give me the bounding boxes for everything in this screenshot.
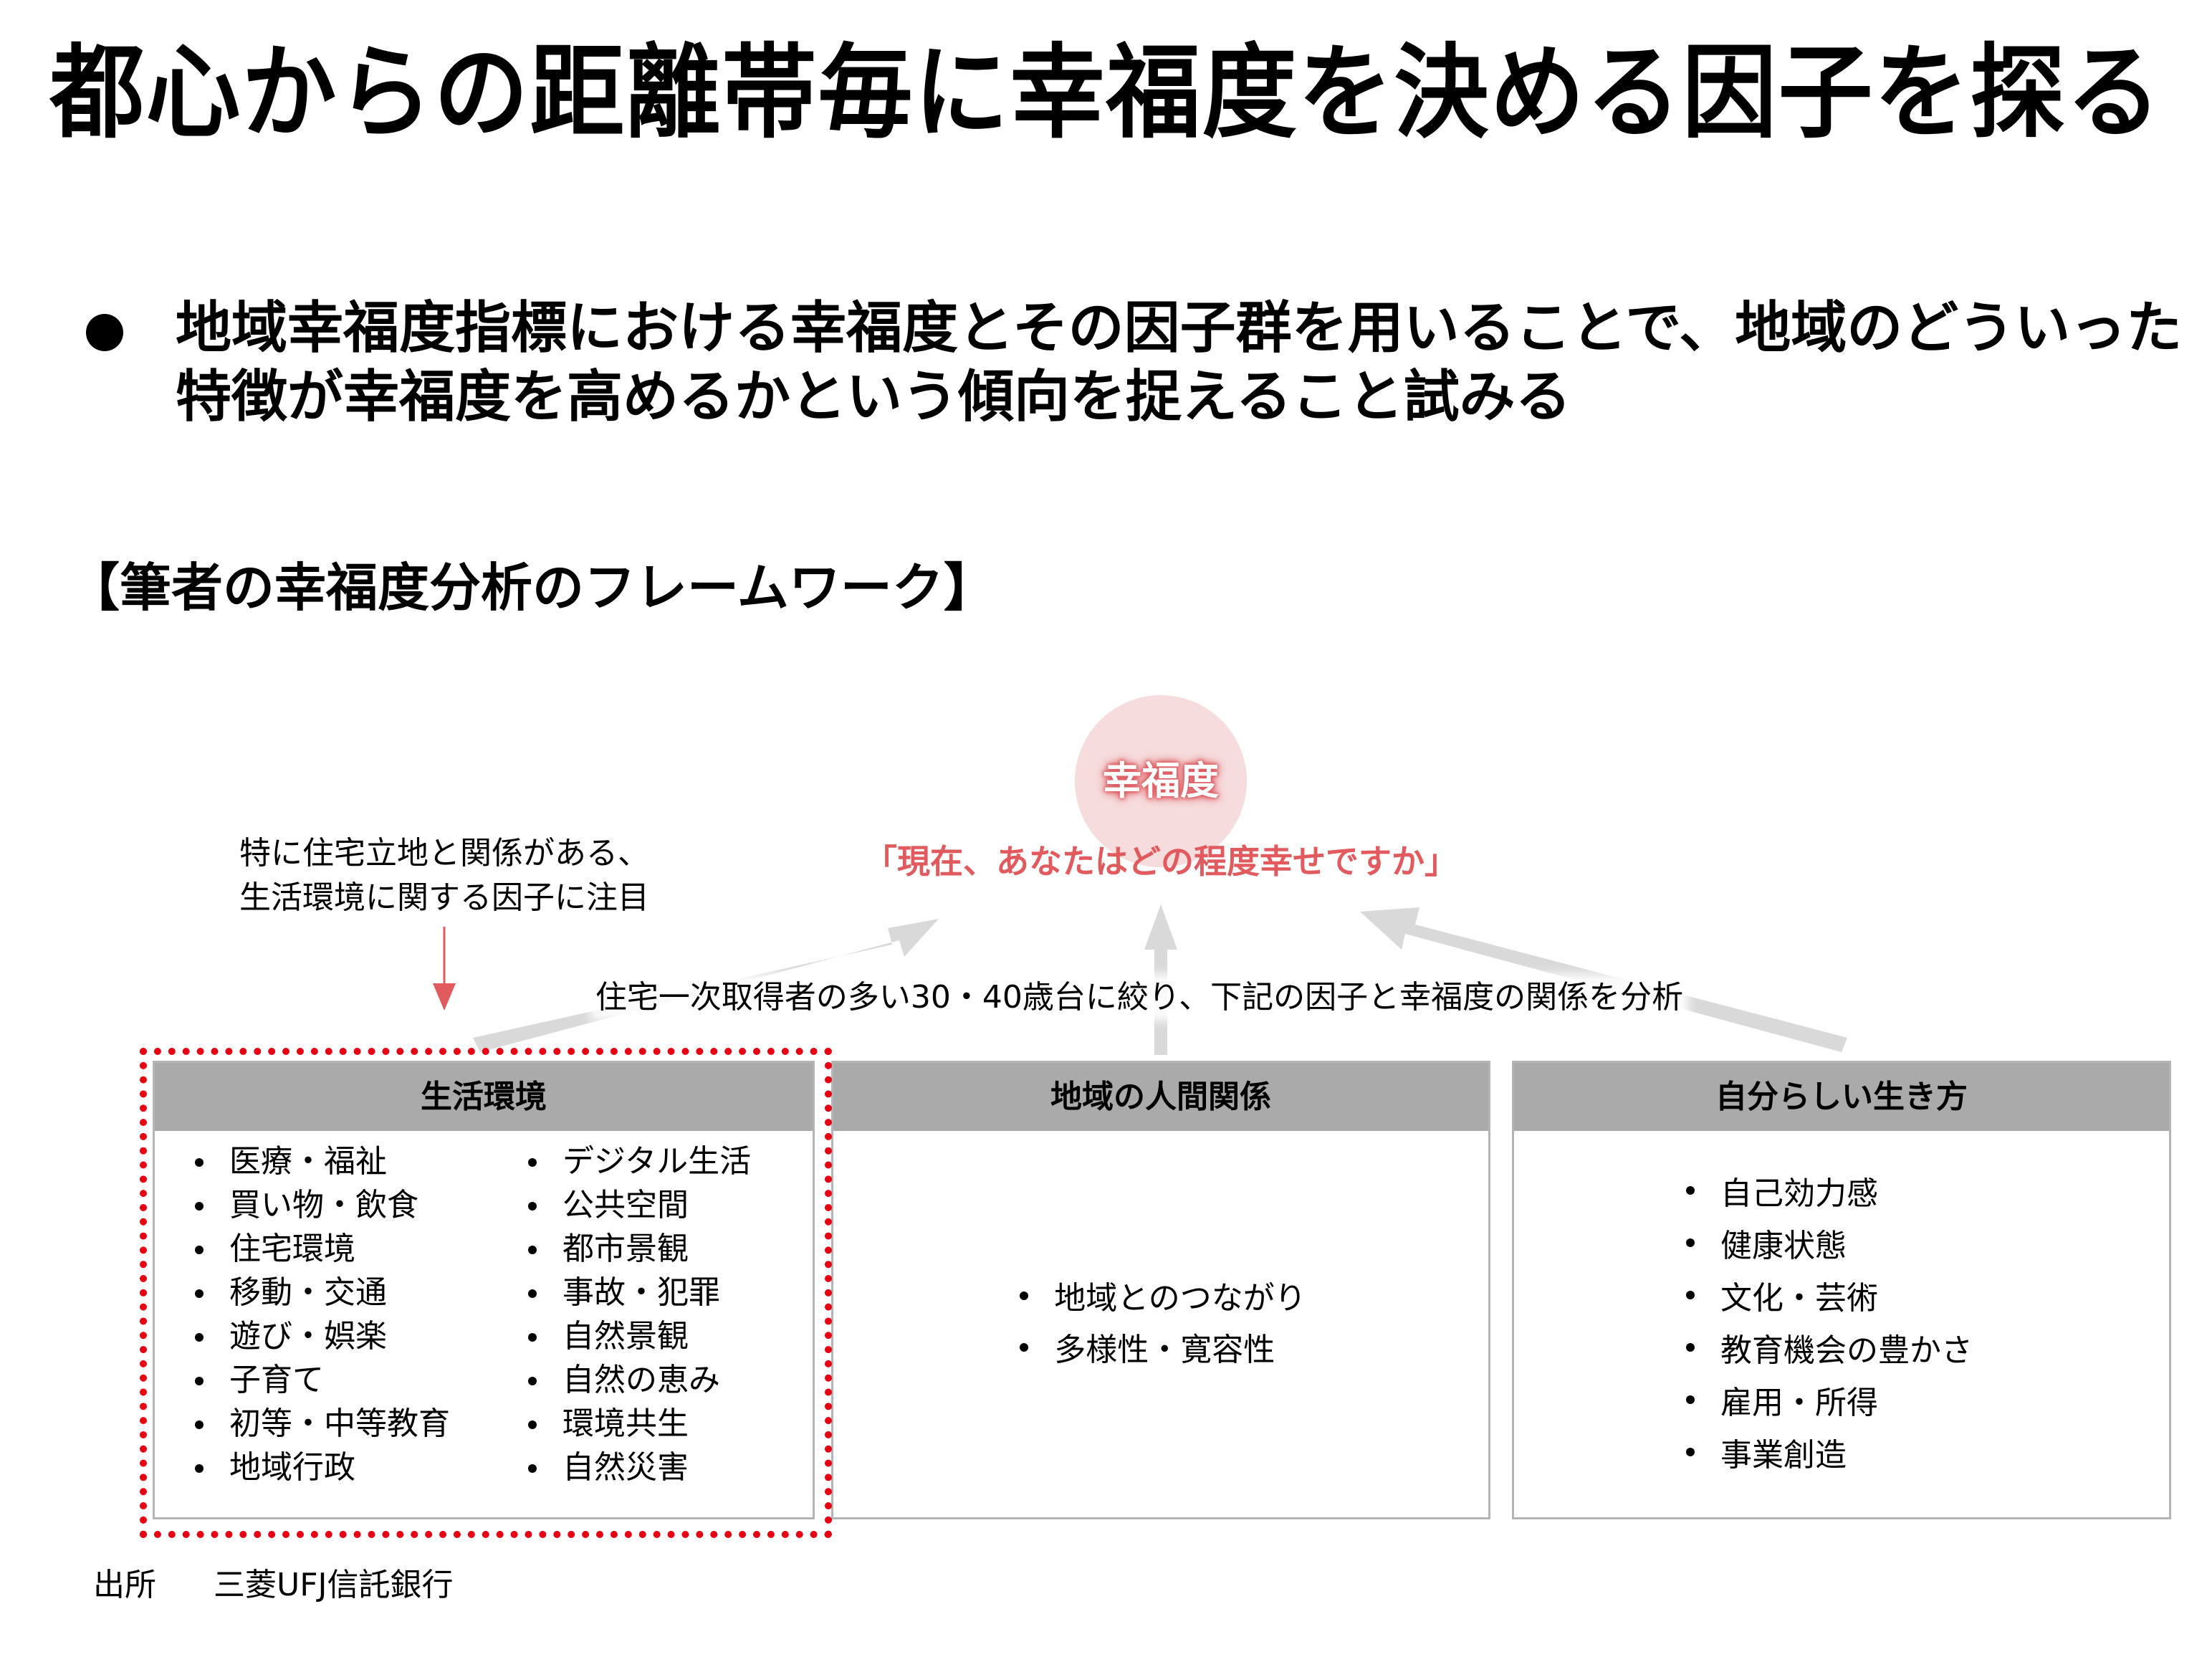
factor-item: デジタル生活 [524, 1140, 751, 1183]
factor-item: 地域行政 [191, 1446, 524, 1489]
factor-box-header: 自分らしい生き方 [1514, 1063, 2169, 1131]
factor-list: 自己効力感 健康状態 文化・芸術 教育機会の豊かさ 雇用・所得 事業創造 [1682, 1167, 1973, 1481]
focus-note-line2: 生活環境に関する因子に注目 [239, 879, 649, 916]
factor-item: 自然災害 [524, 1446, 751, 1489]
factor-list: 地域とのつながり 多様性・寛容性 [1015, 1273, 1306, 1376]
factor-item: 事故・犯罪 [524, 1271, 751, 1314]
analysis-caption-text: 住宅一次取得者の多い30・40歳台に絞り、下記の因子と幸福度の関係を分析 [595, 979, 1684, 1016]
source-label: 出所 [93, 1567, 156, 1603]
happiness-label: 幸福度 [1103, 758, 1219, 803]
focus-note: 特に住宅立地と関係がある、 生活環境に関する因子に注目 [143, 831, 745, 920]
happiness-circle [1075, 695, 1247, 867]
factor-item: 事業創造 [1682, 1429, 1973, 1481]
factor-box-header: 生活環境 [155, 1063, 813, 1131]
focus-note-line1: 特に住宅立地と関係がある、 [239, 835, 649, 872]
factor-box-header: 地域の人間関係 [833, 1063, 1488, 1131]
factor-item: 医療・福祉 [191, 1140, 524, 1183]
factor-item: 遊び・娯楽 [191, 1314, 524, 1358]
factor-list-col2: デジタル生活 公共空間 都市景観 事故・犯罪 自然景観 自然の恵み 環境共生 自… [524, 1140, 751, 1489]
framework-heading: 【筆者の幸福度分析のフレームワーク】 [68, 558, 995, 618]
factor-box-community-relations: 地域の人間関係 地域とのつながり 多様性・寛容性 [831, 1061, 1490, 1519]
factor-item: 都市景観 [524, 1227, 751, 1271]
bullet-dot-icon [86, 314, 123, 351]
factor-item: 多様性・寛容性 [1015, 1324, 1306, 1376]
factor-item: 自然の恵み [524, 1358, 751, 1402]
source-note: 出所 三菱UFJ信託銀行 [93, 1562, 454, 1608]
factor-item: 地域とのつながり [1015, 1273, 1306, 1324]
factor-item: 健康状態 [1682, 1220, 1973, 1272]
factor-item: 買い物・飲食 [191, 1183, 524, 1227]
factor-item: 環境共生 [524, 1402, 751, 1446]
red-down-arrow-icon [433, 983, 456, 1011]
factor-item: 自然景観 [524, 1314, 751, 1358]
source-value: 三菱UFJ信託銀行 [214, 1567, 454, 1603]
factor-item: 雇用・所得 [1682, 1377, 1973, 1429]
factor-box-self-way-of-life: 自分らしい生き方 自己効力感 健康状態 文化・芸術 教育機会の豊かさ 雇用・所得… [1512, 1061, 2171, 1519]
factor-item: 教育機会の豊かさ [1682, 1324, 1973, 1377]
factor-item: 移動・交通 [191, 1271, 524, 1314]
factor-item: 公共空間 [524, 1183, 751, 1227]
summary-text: 地域幸福度指標における幸福度とその因子群を用いることで、地域のどういった特徴が幸… [176, 296, 2183, 429]
factor-item: 文化・芸術 [1682, 1272, 1973, 1324]
factor-list-col1: 医療・福祉 買い物・飲食 住宅環境 移動・交通 遊び・娯楽 子育て 初等・中等教… [191, 1140, 524, 1489]
factor-item: 自己効力感 [1682, 1167, 1973, 1220]
factor-item: 子育て [191, 1358, 524, 1402]
analysis-caption: 住宅一次取得者の多い30・40歳台に絞り、下記の因子と幸福度の関係を分析 [530, 975, 1748, 1021]
happiness-question: 「現在、あなたはどの程度幸せですか」 [864, 842, 1457, 881]
factor-item: 初等・中等教育 [191, 1402, 524, 1446]
factor-item: 住宅環境 [191, 1227, 524, 1271]
factor-box-living-environment: 生活環境 医療・福祉 買い物・飲食 住宅環境 移動・交通 遊び・娯楽 子育て 初… [153, 1061, 815, 1519]
page-title: 都心からの距離帯毎に幸福度を決める因子を探る [49, 33, 2163, 153]
summary-bullet: 地域幸福度指標における幸福度とその因子群を用いることで、地域のどういった特徴が幸… [86, 294, 2182, 431]
